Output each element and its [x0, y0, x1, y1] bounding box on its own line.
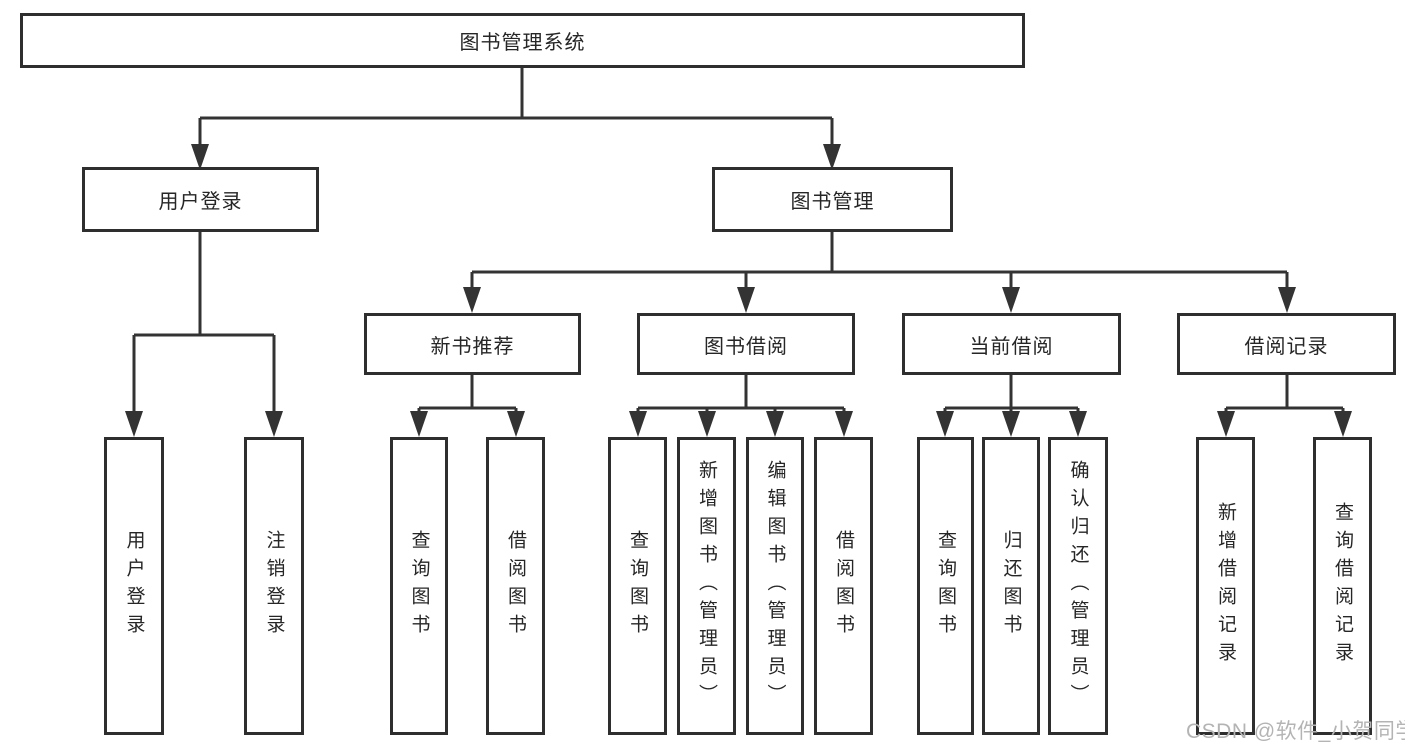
- leaf-current-query-books: 查询图书: [917, 437, 974, 735]
- leaf-records-query-record: 查询借阅记录: [1313, 437, 1372, 735]
- leaf-borrow-add-books-admin: 新增图书（管理员）: [677, 437, 736, 735]
- node-book-borrow: 图书借阅: [637, 313, 855, 375]
- leaf-recommend-borrow-books: 借阅图书: [486, 437, 545, 735]
- node-current-borrow: 当前借阅: [902, 313, 1121, 375]
- node-user-login: 用户登录: [82, 167, 319, 232]
- node-root-library-system: 图书管理系统: [20, 13, 1025, 68]
- leaf-current-return-books: 归还图书: [982, 437, 1040, 735]
- node-new-book-recommend: 新书推荐: [364, 313, 581, 375]
- node-book-management: 图书管理: [712, 167, 953, 232]
- leaf-records-add-record: 新增借阅记录: [1196, 437, 1255, 735]
- leaf-borrow-edit-books-admin: 编辑图书（管理员）: [746, 437, 804, 735]
- leaf-user-login: 用户登录: [104, 437, 164, 735]
- leaf-current-confirm-return-admin: 确认归还（管理员）: [1048, 437, 1108, 735]
- leaf-recommend-query-books: 查询图书: [390, 437, 448, 735]
- csdn-watermark: CSDN @软件_小贺同学: [1186, 720, 1405, 743]
- leaf-borrow-query-books: 查询图书: [608, 437, 667, 735]
- leaf-borrow-borrow-books: 借阅图书: [814, 437, 873, 735]
- leaf-logout: 注销登录: [244, 437, 304, 735]
- node-borrow-records: 借阅记录: [1177, 313, 1396, 375]
